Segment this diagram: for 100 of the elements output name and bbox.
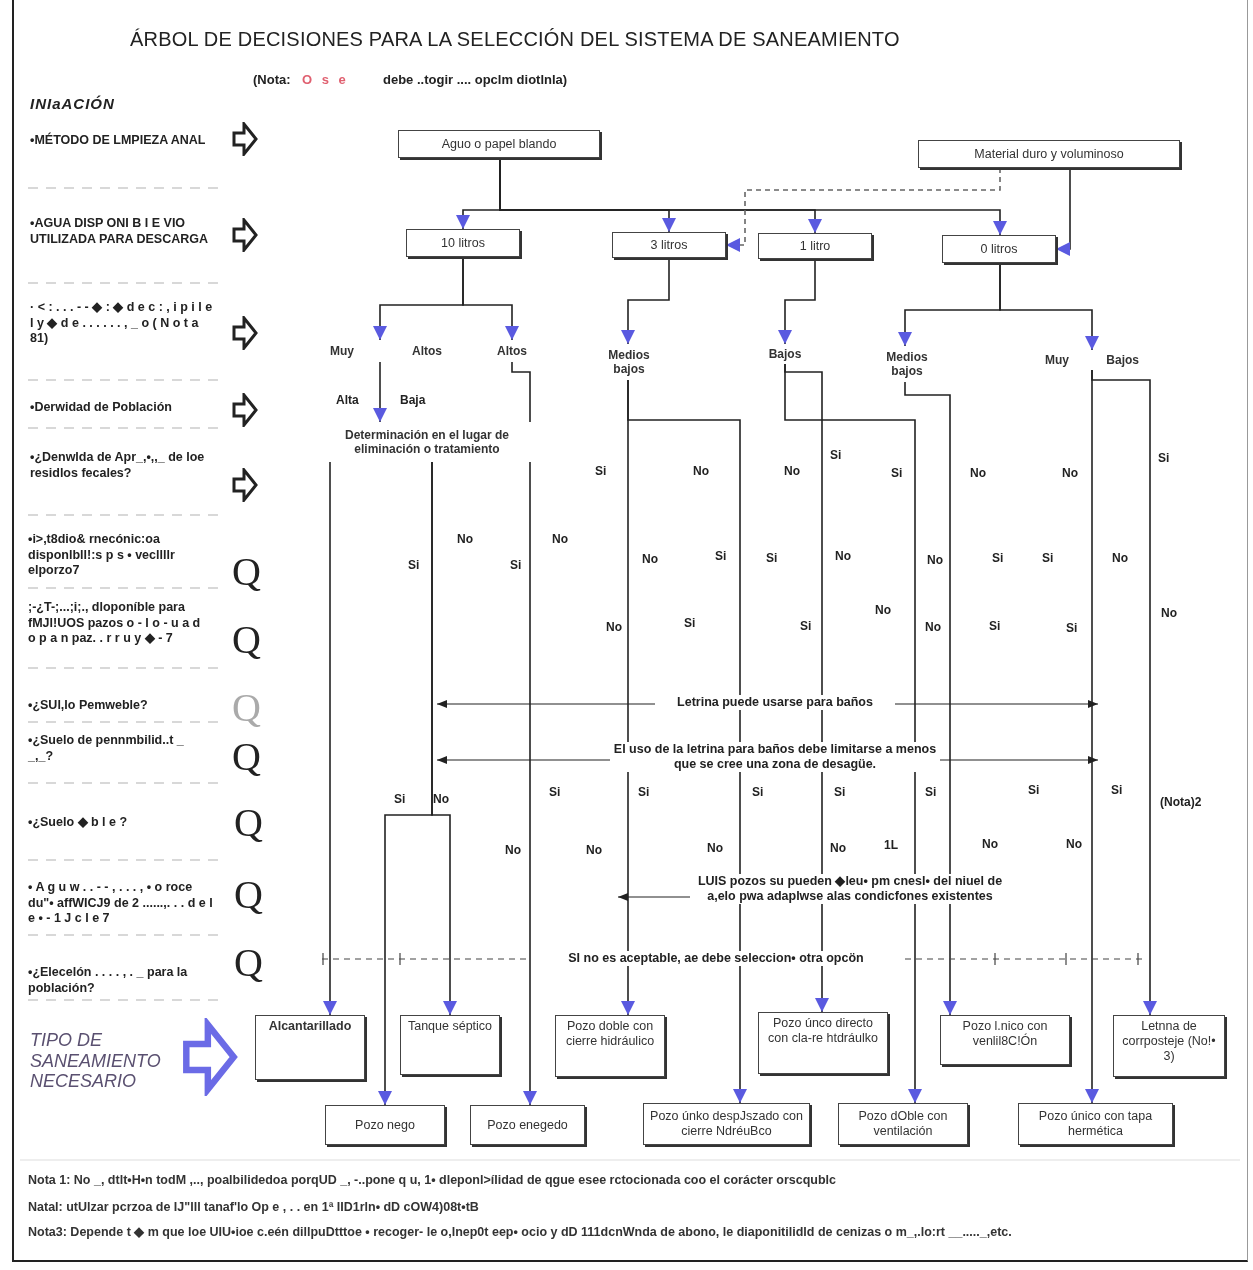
connector-line (373, 361, 387, 423)
branch-label: No (433, 792, 449, 807)
connector-line (621, 257, 670, 345)
question-text: •Derwidad de Población (30, 400, 173, 416)
connector-line (511, 361, 537, 1106)
note-text: (Nota: (253, 72, 291, 88)
branch-label: No (606, 620, 622, 635)
process-box: Pozo únko despJszado con cierre NdréuBco (643, 1103, 810, 1145)
branch-label: No (505, 843, 521, 858)
branch-label: Baja (400, 393, 426, 408)
branch-label: No (1112, 551, 1128, 566)
branch-label: No (707, 841, 723, 856)
branch-label: Si (1042, 551, 1054, 566)
connector-line (784, 363, 922, 1104)
footnote-text: Nota3: Depende t ◆ m que loe UIU•ioe c.eén dillpuDtttoe • recoger- le o,lnep0t eep• ocio y dD 111dcnWnda de abono, le diaponitilidld de cenizas o m_,.lo:rt __....._,etc. (28, 1224, 1013, 1241)
process-box: 3 litros (612, 232, 726, 258)
branch-label: Si (834, 785, 846, 800)
branch-label: Si (830, 448, 842, 463)
process-box: Tanque séptico (400, 1015, 500, 1075)
connector-line (999, 262, 1099, 351)
process-box: Material duro y voluminoso (918, 140, 1180, 168)
branch-label: Si (1028, 783, 1040, 798)
question-text: · < : . . . - - ◆ : ◆ d e c : , i p i l e l y ◆ d e . . . . . . , _ o ( N o t a 81) (30, 300, 214, 347)
branch-label: No (970, 466, 986, 481)
branch-label: No (1066, 837, 1082, 852)
connector-line (378, 461, 433, 1106)
branch-label: No (982, 837, 998, 852)
process-box: Pozo l.nico con venlil8C!Ón (940, 1015, 1070, 1065)
branch-label: Si (715, 549, 727, 564)
process-box: 0 litros (942, 235, 1056, 263)
question-mark-glyph: Q (234, 875, 263, 915)
branch-label: Si (684, 616, 696, 631)
branch-label-text: Bajos (1106, 352, 1139, 368)
branch-label: Si (394, 792, 406, 807)
question-text: • A g u w . . - - , . . . , • o roce du"• affWICJ9 de 2 ......,. . . d e l e • - 1 J c l e 7 (28, 880, 213, 927)
process-box: 10 litros (406, 229, 520, 257)
branch-label: 1L (884, 838, 898, 853)
branch-label: Si (891, 466, 903, 481)
note-text: O s e (302, 72, 349, 88)
branch-label: No (784, 464, 800, 479)
branch-label-text: Muy (330, 343, 354, 359)
question-text: ;-¿T-;...;i;., dloponíble para fMJl!UOS pazos o - l o - u a d o p a n paz. . r r u y ◆ - 7 (28, 600, 202, 647)
process-box: Alcantarillado (255, 1015, 365, 1080)
connector-line (462, 256, 519, 341)
process-box: Pozo nego (325, 1105, 445, 1145)
dashed-connector (725, 167, 1001, 252)
branch-label: Si (408, 558, 420, 573)
branch-label: No (875, 603, 891, 618)
process-box: Letnna de corrposteje (No!• 3) (1113, 1015, 1225, 1077)
branch-label: Alta (336, 393, 359, 408)
branch-label: (Nota)2 (1160, 795, 1202, 810)
branch-label-text: Altos (412, 343, 442, 359)
question-text: •¿Suelo ◆ b l e ? (28, 815, 129, 831)
process-box: Pozo dOble con ventilación (838, 1103, 968, 1145)
question-mark-glyph: Q (234, 803, 263, 843)
process-box: Aguo o papel blando (398, 130, 600, 158)
process-box: Pozo único con tapa hermética (1018, 1103, 1173, 1145)
branch-label: Si (992, 551, 1004, 566)
question-text: •¿SUl,lo Pemweble? (28, 698, 149, 714)
branch-label: Si (1111, 783, 1123, 798)
branch-label: No (1062, 466, 1078, 481)
process-box: 1 litro (758, 233, 872, 259)
annotation-text: El uso de la letrina para baños debe limitarse a menos que se cree una zona de desagüe. (610, 742, 940, 772)
question-mark-glyph: Q (232, 688, 261, 728)
connector-line (1091, 369, 1157, 1016)
branch-label: No (925, 620, 941, 635)
question-text: •i>,t8dio& rnecónic:oa disponlbll!:s p s • vecllllr elporzo7 (28, 532, 176, 579)
branch-label: No (693, 464, 709, 479)
branch-label: Si (925, 785, 937, 800)
footnote-text: Nota 1: No _, dtlt•H•n todM ,.., poalbilidedoa porqUD _, -..pone q u, 1• dleponl>ílidad de qgue esee rctocionada coo el corácter orscqublc (28, 1172, 838, 1189)
branch-label: No (457, 532, 473, 547)
connector-line (323, 461, 337, 1016)
branch-label: Si (752, 785, 764, 800)
branch-label: Si (1158, 451, 1170, 466)
branch-label: No (586, 843, 602, 858)
process-box: Pozo doble con cierre hidráulico (555, 1015, 665, 1077)
branch-label: No (552, 532, 568, 547)
annotation-text: Letrina puede usarse para baños (655, 695, 895, 710)
branch-label: No (835, 549, 851, 564)
question-mark-glyph: Q (232, 737, 261, 777)
branch-label: Si (638, 785, 650, 800)
section-heading: INIaACIÓN (30, 95, 116, 113)
branch-label: Si (800, 619, 812, 634)
connector-line (778, 258, 816, 345)
branch-label-text: Muy (1045, 352, 1069, 368)
branch-label: Si (549, 785, 561, 800)
branch-label: No (927, 553, 943, 568)
connector-line (627, 379, 747, 1104)
branch-label: Si (595, 464, 607, 479)
branch-label: No (1161, 606, 1177, 621)
branch-label: No (830, 841, 846, 856)
branch-label: Si (1066, 621, 1078, 636)
note-text: debe ..togir .... opclm diotlnla) (383, 72, 568, 88)
branch-label: Si (510, 558, 522, 573)
branch-label: Si (766, 551, 778, 566)
question-mark-glyph: Q (232, 552, 261, 592)
process-box: Pozo únco directo con cla-re htdráulko (758, 1012, 888, 1074)
question-text: •AGUA DISP ONI B I E VIO UTILIZADA PARA DESCARGA (30, 216, 209, 248)
question-mark-glyph: Q (232, 620, 261, 660)
question-mark-glyph: Q (234, 943, 263, 983)
